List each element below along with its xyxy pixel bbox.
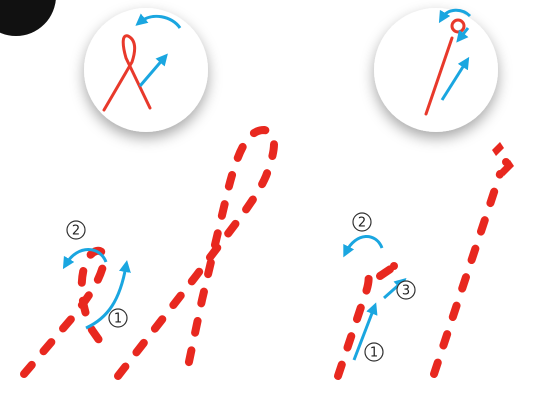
small-arrow-icon (456, 27, 470, 43)
curve-arrow-icon (135, 13, 182, 29)
corner-badge (0, 0, 56, 36)
step-2-arrow-icon (343, 235, 384, 258)
up-arrow-icon (440, 56, 470, 101)
step-label: 2 (72, 224, 80, 239)
step-2-arrow-icon (62, 248, 108, 270)
left-icon-circle (84, 8, 208, 132)
step-label: 1 (114, 312, 122, 327)
right-step-1-badge: 1 (364, 342, 384, 362)
step-label: 1 (370, 346, 378, 361)
left-dashed-strokes (20, 125, 278, 380)
step-1-arrow-icon (352, 302, 378, 361)
curve-arrow-icon (438, 8, 472, 24)
right-icon-circle (374, 8, 498, 132)
left-step-1-badge: 1 (108, 308, 128, 328)
step-1-arrow-icon (85, 260, 131, 330)
right-step-2-badge: 2 (352, 212, 372, 232)
loop-stroke-icon (102, 34, 152, 112)
right-dashed-strokes (334, 170, 504, 380)
left-step-2-badge: 2 (66, 220, 86, 240)
up-arrow-icon (138, 53, 168, 87)
right-step-3-badge: 3 (396, 280, 416, 300)
right-stroke-marks (390, 142, 514, 270)
step-label: 2 (358, 216, 366, 231)
step-label: 3 (402, 284, 410, 299)
